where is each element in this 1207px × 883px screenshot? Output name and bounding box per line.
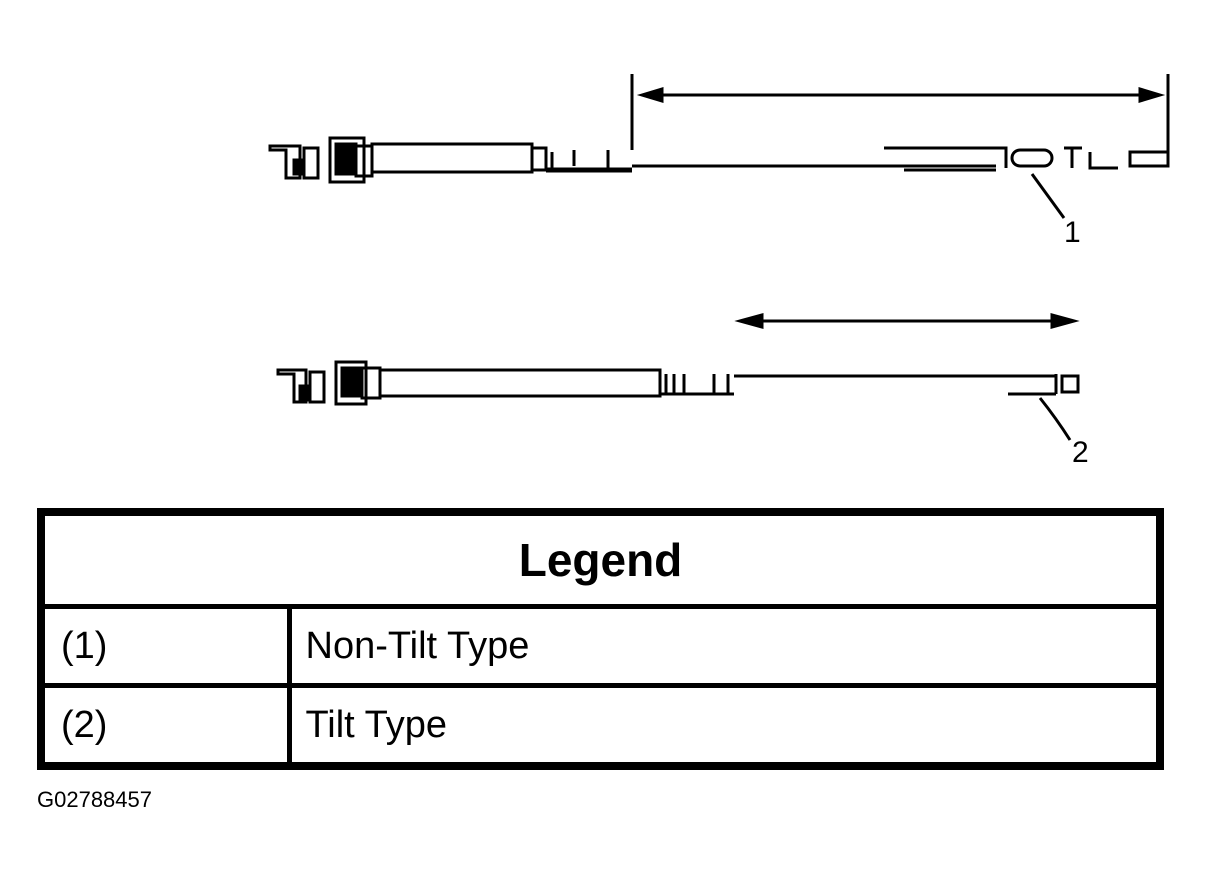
- non-tilt-dimension-line: [630, 74, 1170, 166]
- tilt-shaft-tube: [378, 368, 662, 398]
- legend-row: (1) Non-Tilt Type: [38, 604, 1163, 688]
- legend-table: Legend (1) Non-Tilt Type (2) Tilt Type: [37, 508, 1164, 770]
- non-tilt-shaft-tube: [370, 142, 534, 174]
- tilt-dimension-line: [734, 313, 1080, 329]
- tilt-joint: [276, 360, 382, 406]
- figure-id: G02788457: [37, 787, 152, 812]
- non-tilt-lower-end: [884, 146, 1170, 172]
- steering-shaft-diagram: 1 2: [268, 74, 1170, 469]
- callout-2-leader: [1038, 397, 1072, 441]
- callout-1-leader: [1030, 173, 1066, 219]
- legend-title: Legend: [38, 509, 1163, 609]
- non-tilt-joint: [268, 136, 374, 184]
- legend-row: (2) Tilt Type: [38, 683, 1163, 769]
- legend-header-row: Legend: [38, 509, 1163, 609]
- tilt-shaft-collar: [660, 374, 734, 396]
- callout-1-label: 1: [1064, 216, 1081, 249]
- tilt-lower-end: [1008, 374, 1080, 396]
- legend-value-1: Non-Tilt Type: [286, 604, 1163, 688]
- non-tilt-shaft: [268, 74, 1170, 219]
- callout-2-label: 2: [1072, 436, 1089, 469]
- legend-value-2: Tilt Type: [286, 683, 1163, 769]
- tilt-shaft: [276, 313, 1080, 441]
- non-tilt-shaft-collar: [532, 146, 632, 173]
- legend-key-1: (1): [38, 604, 292, 688]
- legend-key-2: (2): [38, 683, 292, 769]
